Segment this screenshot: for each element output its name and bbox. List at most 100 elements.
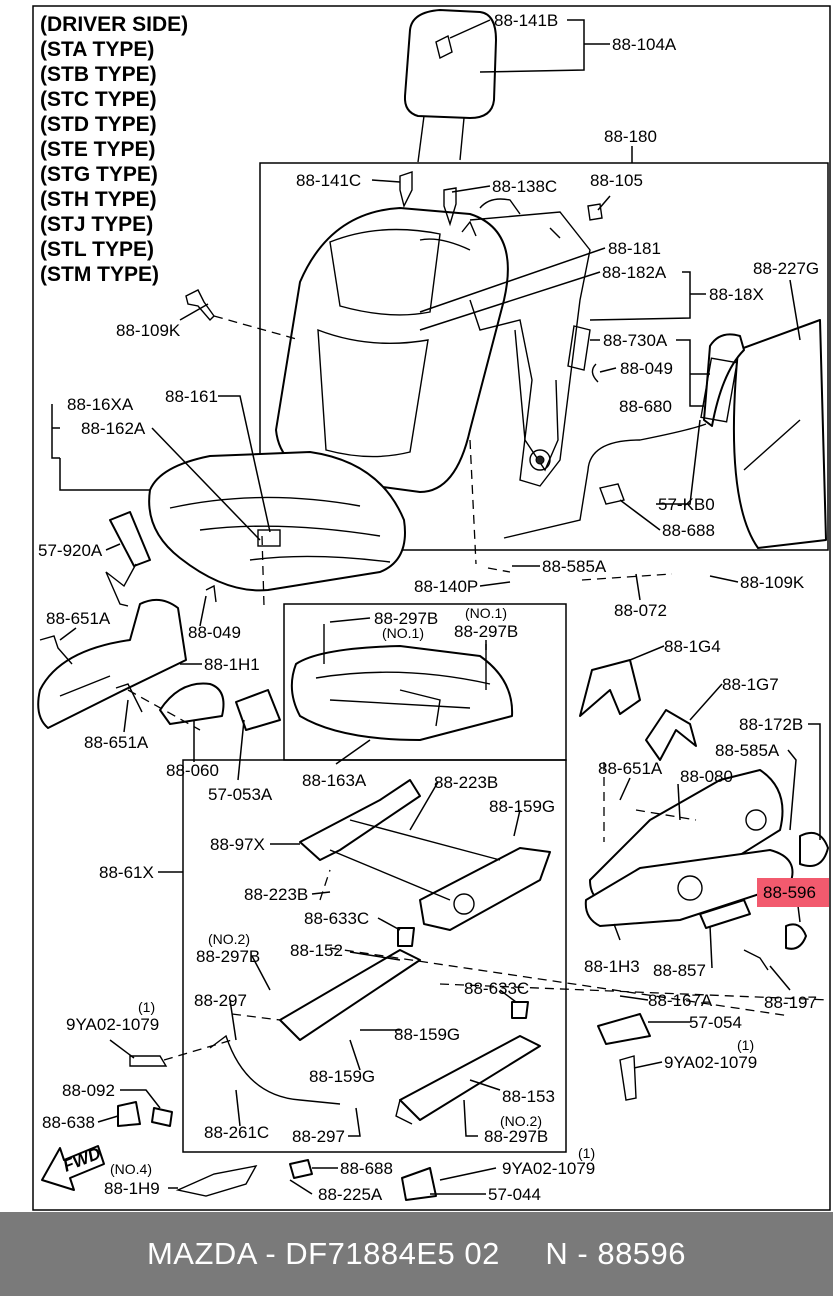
part-number-text: MAZDA - DF71884E5 02 N - 88596 xyxy=(146,1236,687,1271)
lever-88-857 xyxy=(699,899,751,929)
title-line: (DRIVER SIDE) xyxy=(40,13,188,36)
part-label: 88-161 xyxy=(165,387,218,406)
seat-belt-buckle xyxy=(105,511,151,607)
clip-88-049-upper xyxy=(591,363,599,383)
seatback-cover xyxy=(275,207,509,493)
title-line: (STE TYPE) xyxy=(40,138,156,161)
part-label: 88-1G4 xyxy=(664,637,721,656)
part-label: 88-596 xyxy=(763,883,816,902)
part-label: 88-092 xyxy=(62,1081,115,1100)
bolt-9YA02-1079-left xyxy=(129,1055,168,1067)
part-label: 88-152 xyxy=(290,941,343,960)
part-label: 88-105 xyxy=(590,171,643,190)
part-label: 57-053A xyxy=(208,785,273,804)
part-label: 88-688 xyxy=(340,1159,393,1178)
fwd-arrow xyxy=(41,1145,105,1191)
bracket-88-730A xyxy=(567,325,591,371)
part-label: 88-261C xyxy=(204,1123,269,1142)
part-label: 57-054 xyxy=(689,1013,742,1032)
part-label: 88-141B xyxy=(494,11,558,30)
part-label: 88-651A xyxy=(84,733,149,752)
title-line: (STA TYPE) xyxy=(40,38,154,61)
title-line: (STM TYPE) xyxy=(40,263,159,286)
part-label: 88-585A xyxy=(715,741,780,760)
side-airbag-module xyxy=(503,333,745,539)
part-label: 88-104A xyxy=(612,35,677,54)
part-label: 88-163A xyxy=(302,771,367,790)
seat-adjuster-rail-left xyxy=(279,949,421,1041)
part-number-footer: MAZDA - DF71884E5 02 N - 88596 xyxy=(0,1212,833,1296)
part-label: 88-138C xyxy=(492,177,557,196)
headrest xyxy=(403,9,497,163)
part-label: 9YA02-1079 xyxy=(664,1053,757,1072)
part-label: 88-197 xyxy=(764,993,817,1012)
part-label: 88-223B xyxy=(434,773,498,792)
title-line: (STG TYPE) xyxy=(40,163,158,186)
part-label: 88-109K xyxy=(116,321,181,340)
part-label: 88-049 xyxy=(188,623,241,642)
part-label: 88-172B xyxy=(739,715,803,734)
part-label: (NO.1) xyxy=(465,605,507,621)
leader-lines xyxy=(51,19,821,1195)
cushion-frame-pan xyxy=(290,645,514,741)
part-label: 88-297B xyxy=(454,622,518,641)
part-label: 88-61X xyxy=(99,863,154,882)
part-label: 88-651A xyxy=(46,609,111,628)
clip-88-688-lower xyxy=(289,1159,313,1179)
title-line: (STJ TYPE) xyxy=(40,213,153,236)
part-label: (NO.1) xyxy=(382,625,424,641)
part-label: 88-730A xyxy=(603,331,668,350)
harness-88-1H9 xyxy=(175,1165,258,1197)
screw-88-651A-mid xyxy=(115,683,143,713)
part-label: 88-182A xyxy=(602,263,667,282)
seat-adjuster-box xyxy=(182,759,567,1153)
part-label: 88-181 xyxy=(608,239,661,258)
part-label: 88-1H3 xyxy=(584,957,640,976)
part-label: (NO.2) xyxy=(500,1113,542,1129)
part-label: 57-044 xyxy=(488,1185,541,1204)
seat-adjuster-upper-frame xyxy=(299,779,551,931)
title-line: (STC TYPE) xyxy=(40,88,157,111)
knob-88-172B xyxy=(799,832,829,867)
cover-57-054 xyxy=(597,1013,651,1045)
part-label: 88-162A xyxy=(81,419,146,438)
title-line: (STD TYPE) xyxy=(40,113,157,136)
seat-adjuster-rail-right xyxy=(395,1035,541,1125)
seatback-rear-panel xyxy=(732,319,827,549)
screw-88-197 xyxy=(743,949,769,971)
trim-88-1G4 xyxy=(579,659,641,717)
part-label: 9YA02-1079 xyxy=(502,1159,595,1178)
headrest-guide-right xyxy=(443,187,457,227)
part-label: 88-633C xyxy=(464,979,529,998)
part-label: 88-167A xyxy=(648,991,713,1010)
part-label: 88-060 xyxy=(166,761,219,780)
clip-88-105 xyxy=(587,203,603,221)
part-label: 88-180 xyxy=(604,127,657,146)
parts-diagram: (DRIVER SIDE) (STA TYPE) (STB TYPE) (STC… xyxy=(32,5,831,1211)
part-label: 88-080 xyxy=(680,767,733,786)
part-label: 88-680 xyxy=(619,397,672,416)
screw-88-651A-left xyxy=(39,635,73,665)
title-line: (STB TYPE) xyxy=(40,63,157,86)
knob-88-596 xyxy=(785,923,807,950)
part-label: 88-072 xyxy=(614,601,667,620)
part-label: 57-KB0 xyxy=(658,495,715,514)
cap-88-633C-right xyxy=(511,1001,529,1019)
part-label: 57-920A xyxy=(38,541,103,560)
title-block: (DRIVER SIDE) (STA TYPE) (STB TYPE) (STC… xyxy=(40,13,188,286)
part-label: 88-049 xyxy=(620,359,673,378)
part-label: 88-225A xyxy=(318,1185,383,1204)
part-label: 88-159G xyxy=(489,797,555,816)
cover-57-044 xyxy=(401,1167,437,1201)
seat-side-shield-inner xyxy=(37,598,187,729)
part-labels: 88-141B 88-104A 88-180 88-141C 88-138C 8… xyxy=(38,11,819,1204)
part-label: 88-297 xyxy=(292,1127,345,1146)
clip-88-638 xyxy=(117,1101,141,1127)
part-label: 88-141C xyxy=(296,171,361,190)
clip-88-092 xyxy=(151,1107,173,1127)
part-label: 88-297B xyxy=(196,947,260,966)
part-label: (1) xyxy=(578,1145,595,1161)
part-label: 88-297B xyxy=(484,1127,548,1146)
trim-88-1G7 xyxy=(645,709,697,761)
part-label: 88-223B xyxy=(244,885,308,904)
